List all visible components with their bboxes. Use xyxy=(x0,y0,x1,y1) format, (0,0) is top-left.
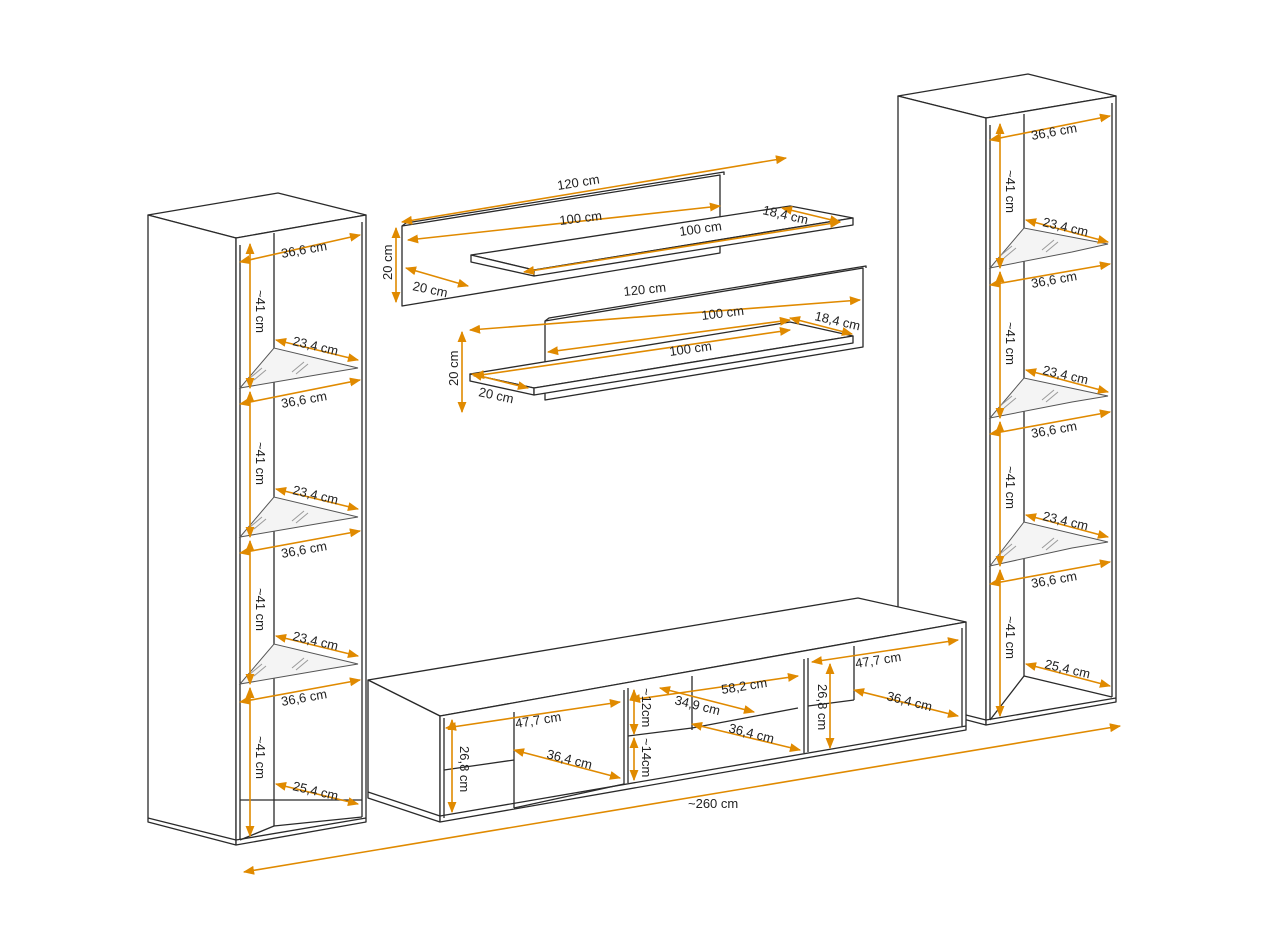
label-right-height-4: ~41 cm xyxy=(1003,616,1018,659)
label-tv-right-height: 26,8 cm xyxy=(815,684,830,730)
label-lower-side-depth: 20 cm xyxy=(477,384,515,406)
label-lower-height: 20 cm xyxy=(446,351,461,386)
label-upper-back-width: 120 cm xyxy=(556,171,600,192)
label-tv-left-height: 26,8 cm xyxy=(457,746,472,792)
label-upper-shelf-width: 100 cm xyxy=(678,218,722,239)
dimension-labels: 36,6 cm 23,4 cm 36,6 cm 23,4 cm 36,6 cm … xyxy=(253,120,1092,811)
label-right-height-3: ~41 cm xyxy=(1003,466,1018,509)
label-left-height-1: ~41 cm xyxy=(253,290,268,333)
label-left-height-2: ~41 cm xyxy=(253,442,268,485)
label-lower-shelf-width: 100 cm xyxy=(668,338,712,359)
label-upper-height: 20 cm xyxy=(380,245,395,280)
label-upper-inner-width: 100 cm xyxy=(559,208,603,228)
label-total-width: ~260 cm xyxy=(688,796,738,811)
label-tv-mid-lower-height: ~14cm xyxy=(639,738,654,777)
lower-wall-shelf xyxy=(469,265,867,401)
label-lower-back-width: 120 cm xyxy=(623,280,667,299)
label-tv-mid-upper-height: ~12cm xyxy=(639,688,654,727)
label-right-height-1: ~41 cm xyxy=(1003,170,1018,213)
label-left-height-3: ~41 cm xyxy=(253,588,268,631)
label-tv-left-width: 47,7 cm xyxy=(514,709,562,731)
dimension-lines xyxy=(238,113,1122,875)
label-tv-right-width: 47,7 cm xyxy=(854,649,902,671)
label-upper-side-depth: 20 cm xyxy=(411,278,449,300)
label-right-height-2: ~41 cm xyxy=(1003,322,1018,365)
label-tv-mid-width: 58,2 cm xyxy=(720,675,768,697)
label-lower-inner-width: 100 cm xyxy=(701,303,745,323)
label-left-height-4: ~41 cm xyxy=(253,736,268,779)
